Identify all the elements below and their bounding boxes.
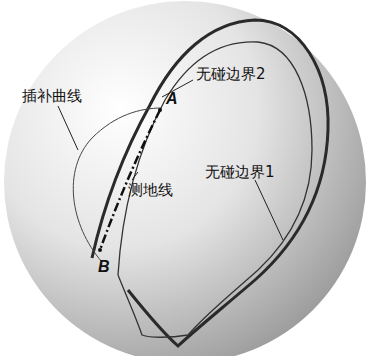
point-label: B: [98, 258, 110, 276]
leader-line: [58, 106, 78, 150]
sphere: [4, 1, 366, 356]
geodesic: [100, 110, 160, 250]
leader-line: [132, 172, 138, 180]
boundary-1: [118, 42, 312, 337]
curve-label: 插补曲线: [22, 88, 82, 105]
geodesic-label: 测地线: [128, 182, 173, 199]
leader-line: [255, 180, 283, 240]
boundary-label: 无碰边界2: [196, 66, 266, 83]
point-a: [158, 108, 162, 112]
boundary-2: [92, 20, 328, 346]
point-b: [98, 248, 102, 252]
point-label: A: [166, 90, 178, 108]
boundary-label: 无碰边界1: [205, 164, 275, 181]
